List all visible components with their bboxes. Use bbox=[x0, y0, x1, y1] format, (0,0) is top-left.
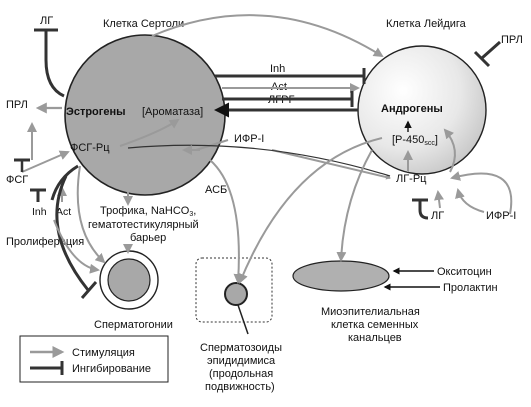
prl-right-label: ПРЛ bbox=[501, 34, 523, 46]
trophic-label-3: барьер bbox=[130, 232, 166, 244]
myo-label-1: Миоэпителиальная bbox=[321, 306, 420, 318]
abp-label: АСБ bbox=[205, 184, 227, 196]
legend-box bbox=[19, 335, 169, 383]
sperm-head bbox=[224, 282, 248, 306]
proliferation-label: Пролиферация bbox=[6, 236, 84, 248]
fsh-receptor-label: ФСГ-Рц bbox=[70, 142, 110, 154]
estrogens-label: Эстрогены bbox=[66, 106, 126, 118]
act-small-label: Act bbox=[56, 206, 71, 218]
igf1-right-label: ИФР-I bbox=[486, 210, 516, 222]
sperm-label-1: Сперматозоиды bbox=[200, 342, 282, 354]
prl-right-inhibit bbox=[481, 40, 501, 60]
prl-left-label: ПРЛ bbox=[6, 99, 28, 111]
right-loop bbox=[450, 171, 513, 215]
lh-bottom-stim bbox=[434, 190, 444, 209]
lhrc-feedback bbox=[443, 128, 456, 173]
proliferation-stim bbox=[53, 219, 100, 274]
sertoli-title: Клетка Сертоли bbox=[103, 18, 184, 30]
prolactin-label: Пролактин bbox=[443, 282, 498, 294]
aromatase-label: [Ароматаза] bbox=[142, 106, 203, 118]
lh-inhibit-line bbox=[44, 30, 65, 98]
igf1-mid-head bbox=[271, 149, 391, 180]
igf1-mid-label: ИФР-I bbox=[234, 133, 264, 145]
trophic-label-1: Трофика, NaHCO3, bbox=[100, 205, 196, 218]
lh-top-label: ЛГ bbox=[40, 15, 53, 27]
lh-receptor-label: ЛГ-Рц bbox=[396, 173, 427, 185]
p450-label: [P-450scc] bbox=[392, 134, 438, 147]
sperm-label-2: эпидидимиса bbox=[207, 355, 276, 367]
leydig-to-sperm bbox=[238, 137, 383, 284]
sperm-label-3: (продольная bbox=[209, 368, 273, 380]
abp-arrow bbox=[209, 159, 244, 284]
sperm-tail bbox=[237, 304, 249, 335]
spermatogonia-nucleus bbox=[107, 258, 151, 302]
inh-label: Inh bbox=[270, 63, 285, 75]
sertoli-leydig-curve bbox=[151, 14, 384, 58]
proliferation-bar bbox=[80, 281, 98, 299]
spermatogonia-label: Сперматогонии bbox=[94, 319, 173, 331]
sertoli-to-spermatogonia bbox=[76, 165, 106, 264]
sperm-box bbox=[195, 257, 273, 323]
myoepithelial-cell bbox=[292, 260, 390, 292]
sperm-label-4: подвижность) bbox=[205, 381, 275, 393]
myo-label-2: клетка семенных bbox=[331, 319, 419, 331]
legend-stim-label: Стимуляция bbox=[72, 347, 135, 359]
sertoli-to-inh-act bbox=[50, 164, 79, 201]
fsh-label: ФСГ bbox=[6, 174, 28, 186]
oxytocin-label: Окситоцин bbox=[437, 266, 492, 278]
igf1-right-arrow bbox=[455, 188, 485, 213]
leydig-title: Клетка Лейдига bbox=[386, 18, 467, 30]
androgens-label: Андрогены bbox=[381, 103, 443, 115]
inh-small-label: Inh bbox=[32, 206, 47, 218]
fshrc-to-aromatase bbox=[119, 118, 180, 147]
legend-inhib-label: Ингибирование bbox=[72, 363, 151, 375]
trophic-label-2: гематотестикулярный bbox=[88, 219, 199, 231]
leydig-to-myo bbox=[336, 149, 373, 262]
prl-right-bar bbox=[473, 50, 491, 68]
myo-label-3: канальцев bbox=[348, 332, 402, 344]
lh-bottom-label: ЛГ bbox=[431, 210, 444, 222]
lh-bottom-inhibit bbox=[418, 200, 429, 220]
fshrc-to-lhrc bbox=[127, 144, 391, 177]
fsh-to-sertoli bbox=[21, 150, 70, 173]
